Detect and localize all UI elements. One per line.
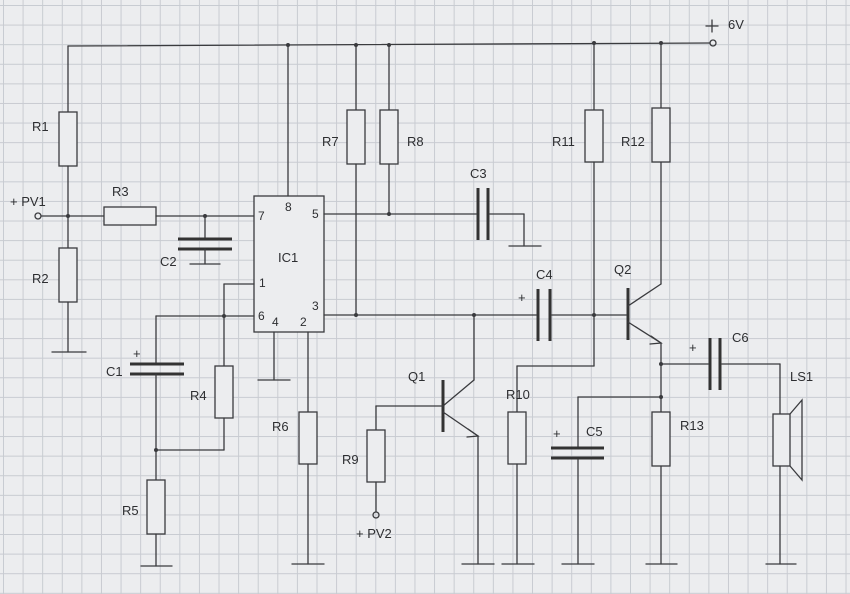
ic1-pin-5: 5 <box>312 207 319 221</box>
resistor-r5 <box>146 479 166 535</box>
ic1-pin-8: 8 <box>285 200 292 214</box>
c5-plus: + <box>553 426 561 441</box>
q1-label: Q1 <box>408 369 425 384</box>
resistor-r2 <box>58 247 78 303</box>
c3-label: C3 <box>470 166 487 181</box>
resistor-r12 <box>651 107 671 163</box>
supply-terminal <box>709 39 717 47</box>
r12-label: R12 <box>621 134 645 149</box>
q2-label: Q2 <box>614 262 631 277</box>
c1-plus: + <box>133 346 141 361</box>
r5-label: R5 <box>122 503 139 518</box>
c2-label: C2 <box>160 254 177 269</box>
resistor-r6 <box>298 411 318 465</box>
resistor-r7 <box>346 109 366 165</box>
resistor-r8 <box>379 109 399 165</box>
pv1-terminal <box>34 212 42 220</box>
r6-label: R6 <box>272 419 289 434</box>
ic1-pin-1: 1 <box>259 276 266 290</box>
r11-label: R11 <box>552 134 575 149</box>
resistor-r11 <box>584 109 604 163</box>
resistor-r13 <box>651 411 671 467</box>
resistor-r9 <box>366 429 386 483</box>
ic1-pin-2: 2 <box>300 315 307 329</box>
r3-label: R3 <box>112 184 129 199</box>
ic1 <box>253 195 325 333</box>
c4-label: C4 <box>536 267 553 282</box>
resistor-r3 <box>103 206 157 226</box>
r1-label: R1 <box>32 119 49 134</box>
ic1-pin-3: 3 <box>312 299 319 313</box>
ls1-label: LS1 <box>790 369 813 384</box>
ic1-label: IC1 <box>278 250 298 265</box>
resistor-r1 <box>58 111 78 167</box>
r10-label: R10 <box>506 387 530 402</box>
ic1-pin-6: 6 <box>258 309 265 323</box>
resistor-r10 <box>507 411 527 465</box>
r2-label: R2 <box>32 271 49 286</box>
pv2-label: + PV2 <box>356 526 392 541</box>
resistor-r4 <box>214 365 234 419</box>
c6-label: C6 <box>732 330 749 345</box>
supply-label: 6V <box>728 17 744 32</box>
c4-plus: + <box>518 290 526 305</box>
r7-label: R7 <box>322 134 339 149</box>
r13-label: R13 <box>680 418 704 433</box>
pv2-terminal <box>372 511 380 519</box>
speaker-ls1 <box>772 413 791 467</box>
r9-label: R9 <box>342 452 359 467</box>
ic1-pin-7: 7 <box>258 209 265 223</box>
c1-label: C1 <box>106 364 123 379</box>
c6-plus: + <box>689 340 697 355</box>
ic1-pin-4: 4 <box>272 315 279 329</box>
pv1-label: + PV1 <box>10 194 46 209</box>
c5-label: C5 <box>586 424 603 439</box>
r4-label: R4 <box>190 388 207 403</box>
r8-label: R8 <box>407 134 424 149</box>
